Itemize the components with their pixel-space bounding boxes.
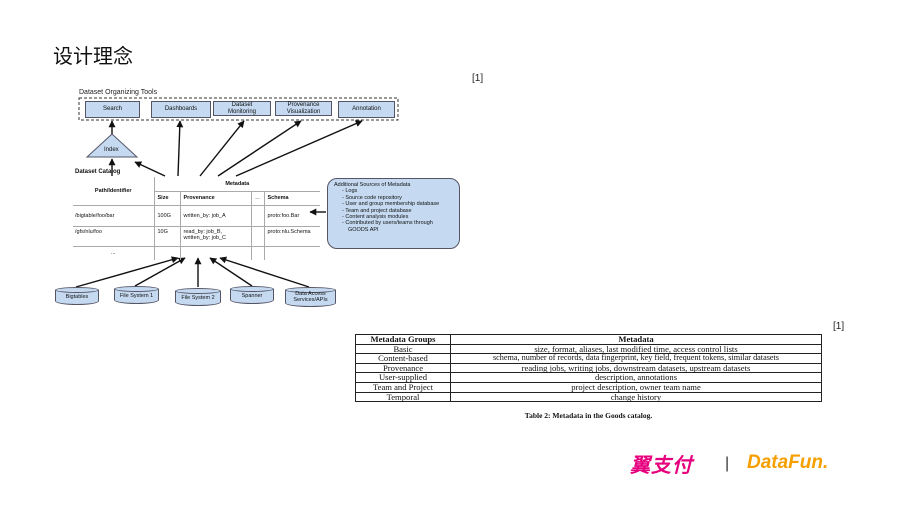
table-cell-metadata: change history bbox=[450, 391, 822, 403]
source-item: Logs bbox=[345, 188, 453, 194]
catalog-cell-provenance: written_by: job_A bbox=[180, 205, 252, 226]
catalog-cell-schema: proto:foo.Bar bbox=[267, 212, 300, 219]
sources-list: Logs Source code repository User and gro… bbox=[334, 188, 453, 233]
table-cell-group: Temporal bbox=[355, 391, 451, 403]
catalog-row: /bigtable/foo/bar 100G written_by: job_A… bbox=[73, 205, 320, 226]
catalog-cell-schema: proto:nlu.Schema bbox=[267, 228, 311, 235]
tool-dashboards: Dashboards bbox=[151, 101, 211, 118]
table-cell-metadata: project description, owner team name bbox=[450, 381, 822, 393]
tool-provenance-visualization: Provenance Visualization bbox=[275, 101, 332, 116]
source-item: User and group membership database bbox=[345, 201, 453, 207]
catalog-cell-path: /bigtable/foo/bar bbox=[73, 205, 155, 226]
index-triangle bbox=[85, 133, 139, 158]
catalog-label: Dataset Catalog bbox=[75, 169, 121, 175]
source-item: Contributed by users/teams through GOODS… bbox=[345, 220, 453, 233]
storage-bigtables: Bigtables bbox=[55, 287, 99, 305]
table-header: Metadata Groups bbox=[355, 334, 451, 345]
source-item: Content analysis modules bbox=[345, 214, 453, 220]
catalog-cell-size: 10G bbox=[154, 226, 181, 246]
tool-annotation: Annotation bbox=[338, 101, 395, 118]
catalog-col-size: Size bbox=[154, 191, 181, 205]
additional-sources-box: Additional Sources of Metadata Logs Sour… bbox=[327, 178, 460, 249]
catalog-col-schema: Schema bbox=[267, 195, 289, 201]
dataset-catalog-table: Path/Identifier Metadata Size Provenance… bbox=[73, 177, 320, 260]
sources-title: Additional Sources of Metadata bbox=[334, 182, 411, 188]
tools-container bbox=[78, 97, 399, 121]
reference-top: [1] bbox=[472, 73, 484, 84]
storage-file-system-2: File System 2 bbox=[175, 288, 221, 306]
table-header: Metadata bbox=[450, 334, 822, 345]
catalog-row: /gfs/nlu/foo 10G read_by: job_B, written… bbox=[73, 226, 320, 246]
storage-data-access-services: Data Access Services/APIs bbox=[285, 287, 336, 307]
storage-file-system-1: File System 1 bbox=[114, 286, 159, 304]
reference-bottom: [1] bbox=[833, 321, 845, 332]
catalog-col-provenance: Provenance bbox=[180, 191, 252, 205]
source-item: Team and project database bbox=[345, 208, 453, 214]
tool-search: Search bbox=[85, 101, 140, 118]
catalog-col-ellipsis: ... bbox=[251, 191, 265, 205]
catalog-row: ... bbox=[73, 246, 320, 260]
catalog-cell-size: 100G bbox=[154, 205, 181, 226]
logo-separator: | bbox=[725, 455, 730, 472]
table-caption: Table 2: Metadata in the Goods catalog. bbox=[524, 411, 653, 420]
table-cell-group: Content-based bbox=[355, 353, 451, 364]
page-title: 设计理念 bbox=[53, 44, 133, 68]
catalog-cell-provenance: read_by: job_B, written_by: job_C bbox=[180, 226, 252, 246]
source-item: Source code repository bbox=[345, 195, 453, 201]
datafun-logo: DataFun. bbox=[747, 452, 829, 473]
catalog-cell-path: ... bbox=[73, 246, 155, 260]
tool-dataset-monitoring: Dataset Monitoring bbox=[213, 101, 271, 116]
table-cell-metadata: schema, number of records, data fingerpr… bbox=[450, 353, 822, 364]
catalog-path-header: Path/Identifier bbox=[73, 177, 155, 205]
table-cell-group: Team and Project bbox=[355, 381, 451, 393]
tools-label: Dataset Organizing Tools bbox=[79, 89, 158, 96]
index-label: Index bbox=[104, 147, 119, 153]
catalog-cell-path: /gfs/nlu/foo bbox=[73, 226, 155, 246]
storage-spanner: Spanner bbox=[230, 286, 274, 304]
catalog-metadata-header: Metadata bbox=[154, 177, 320, 192]
bestpay-logo: 翼支付 bbox=[630, 453, 693, 477]
